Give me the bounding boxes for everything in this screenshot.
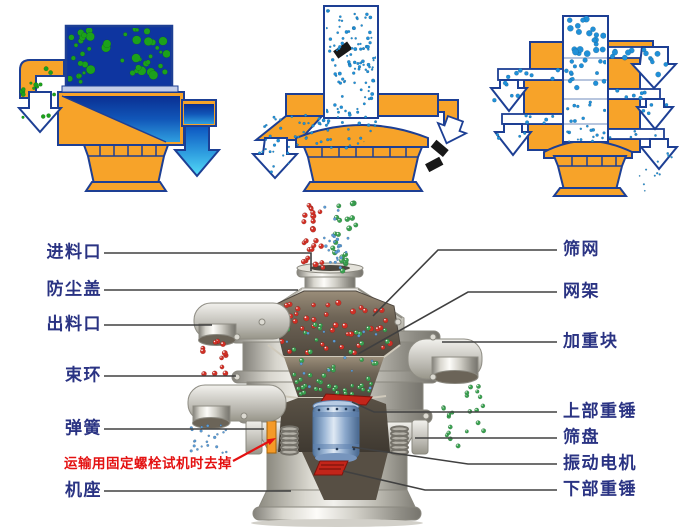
pedestal <box>552 155 628 191</box>
leader-lower-weight <box>342 470 557 491</box>
screen-line <box>61 85 179 93</box>
oversize-outlet-duct <box>19 59 65 99</box>
base-rim <box>252 506 422 521</box>
upper-discharge-spout <box>193 302 291 346</box>
transport-fixing-bolt <box>266 420 277 454</box>
flange-lugs <box>233 318 437 420</box>
main-machine-illustration <box>187 200 487 527</box>
flow-diagram-impurity-removal <box>250 5 469 192</box>
fine-discharge-particles <box>189 424 228 454</box>
transport-bolt-note: 运输用固定螺栓试机时去掉 <box>64 456 232 472</box>
feed-stream-red <box>300 202 326 271</box>
impurity-chunk <box>425 156 444 173</box>
coarse-arrow-right <box>629 46 679 90</box>
feed-stream-blue <box>322 205 350 270</box>
impurity-chunk <box>430 139 449 157</box>
right-post <box>411 419 429 455</box>
fines-arrow-right <box>638 138 680 171</box>
flow-diagram-grading <box>488 15 680 197</box>
label-weight-block: 加重块 <box>563 331 619 352</box>
liquid-flow <box>62 96 180 142</box>
label-screen-mesh: 筛网 <box>563 239 600 260</box>
leader-mesh-frame <box>357 291 557 355</box>
leader-upper-weight <box>351 401 557 413</box>
leader-feed-inlet <box>104 252 312 271</box>
leader-screen-mesh <box>372 249 557 317</box>
note-arrow <box>232 438 276 462</box>
lower-eccentric-weight <box>313 460 349 476</box>
label-machine-base: 机座 <box>65 480 102 501</box>
label-mesh-frame: 网架 <box>563 281 600 302</box>
right-spring <box>390 425 409 456</box>
coarse-discharge-particles <box>199 338 229 377</box>
vibration-motor-assembly <box>312 393 373 476</box>
fines-arrow <box>250 137 300 180</box>
grade-arrow-left-2 <box>492 123 534 157</box>
label-clamp-ring: 束环 <box>65 365 102 386</box>
liquid-arrow <box>172 125 222 178</box>
oversize-particles <box>19 66 57 119</box>
feed-stream-green <box>330 200 359 274</box>
label-discharge-outlet: 出料口 <box>46 314 102 335</box>
oversize-arrow <box>16 91 64 134</box>
leader-lines <box>104 249 557 492</box>
interior-green-particles <box>292 357 379 396</box>
impurity-arrow <box>436 114 469 145</box>
feed-column <box>323 5 379 119</box>
label-vibration-motor: 振动电机 <box>563 453 637 474</box>
flow-diagram-coarse-separation <box>16 24 222 192</box>
label-dust-cover: 防尘盖 <box>46 279 102 300</box>
left-spring <box>280 425 299 456</box>
label-feed-inlet: 进料口 <box>46 242 102 263</box>
grade-arrow-right-2 <box>634 98 676 131</box>
label-spring: 弹簧 <box>65 418 102 439</box>
label-upper-weight: 上部重锤 <box>563 401 637 422</box>
grade-arrow-left-1 <box>488 79 530 113</box>
arrow-particles <box>258 143 291 174</box>
label-lower-weight: 下部重锤 <box>563 479 637 500</box>
column-particles <box>326 9 376 114</box>
label-sieve-tray: 筛盘 <box>563 427 600 448</box>
right-discharge-spout <box>407 338 483 384</box>
tank-particles <box>68 28 170 85</box>
leader-vibration-motor <box>351 446 557 465</box>
impurity-chunk <box>333 41 353 59</box>
